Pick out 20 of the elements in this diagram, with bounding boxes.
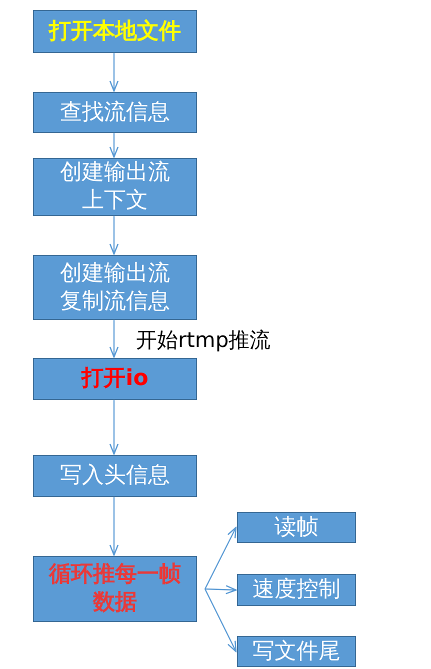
process-box: 创建输出流复制流信息 [33,255,197,320]
arrow [109,53,119,92]
arrow [109,400,119,455]
arrow [109,216,119,255]
arrow [204,585,237,594]
arrow [204,526,237,590]
arrow [109,133,119,158]
process-box: 写文件尾 [237,636,356,667]
process-box: 打开io [33,358,197,400]
process-box: 查找流信息 [33,92,197,133]
arrow [204,588,237,652]
process-box: 读帧 [237,512,356,543]
process-box: 写入头信息 [33,455,197,497]
edge-label: 开始rtmp推流 [136,327,271,353]
arrow [109,320,119,358]
process-box: 速度控制 [237,574,356,606]
process-box: 创建输出流上下文 [33,158,197,216]
arrow [109,497,119,556]
process-box: 打开本地文件 [33,10,197,53]
process-box: 循环推每一帧数据 [33,556,197,622]
